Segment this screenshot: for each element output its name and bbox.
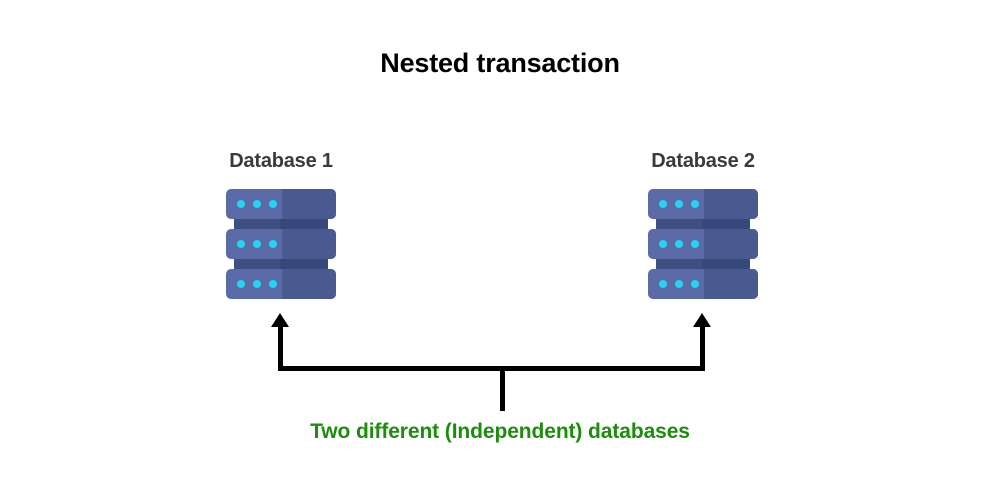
- server-slab: [226, 229, 336, 259]
- server-slab-shadow: [282, 269, 336, 299]
- server-indicator-dots: [237, 240, 277, 248]
- indicator-dot-icon: [269, 240, 277, 248]
- indicator-dot-icon: [237, 240, 245, 248]
- server-slab: [226, 269, 336, 299]
- server-slab: [648, 189, 758, 219]
- server-feet-shadow: [280, 219, 328, 229]
- indicator-dot-icon: [675, 200, 683, 208]
- server-slab-shadow: [282, 189, 336, 219]
- server-slab-shadow: [704, 229, 758, 259]
- indicator-dot-icon: [675, 240, 683, 248]
- server-feet-shadow: [280, 259, 328, 269]
- indicator-dot-icon: [269, 200, 277, 208]
- connector-horizontal: [278, 366, 705, 371]
- server-feet-shadow: [702, 259, 750, 269]
- indicator-dot-icon: [253, 240, 261, 248]
- server-slab: [648, 269, 758, 299]
- indicator-dot-icon: [269, 280, 277, 288]
- server-indicator-dots: [659, 280, 699, 288]
- server-indicator-dots: [237, 280, 277, 288]
- indicator-dot-icon: [691, 200, 699, 208]
- indicator-dot-icon: [659, 240, 667, 248]
- server-slab: [226, 189, 336, 219]
- server-feet-band: [234, 259, 328, 269]
- server-indicator-dots: [659, 240, 699, 248]
- connector-vertical-right: [700, 325, 705, 371]
- connector-center-stem: [500, 366, 505, 411]
- database-2-label: Database 2: [651, 150, 755, 172]
- server-feet-band: [234, 219, 328, 229]
- indicator-dot-icon: [675, 280, 683, 288]
- arrowhead-up-right-icon: [693, 313, 711, 327]
- page-title: Nested transaction: [380, 48, 620, 78]
- server-slab-shadow: [704, 269, 758, 299]
- server-feet-band: [656, 219, 750, 229]
- database-1-label: Database 1: [229, 150, 333, 172]
- indicator-dot-icon: [253, 280, 261, 288]
- database-2-group: Database 2: [603, 150, 803, 299]
- indicator-dot-icon: [237, 200, 245, 208]
- indicator-dot-icon: [253, 200, 261, 208]
- indicator-dot-icon: [659, 200, 667, 208]
- database-server-stack-icon: [648, 189, 758, 299]
- database-1-group: Database 1: [181, 150, 381, 299]
- indicator-dot-icon: [691, 240, 699, 248]
- server-feet-shadow: [702, 219, 750, 229]
- arrowhead-up-left-icon: [271, 313, 289, 327]
- indicator-dot-icon: [659, 280, 667, 288]
- server-slab: [648, 229, 758, 259]
- server-slab-shadow: [704, 189, 758, 219]
- server-slab-shadow: [282, 229, 336, 259]
- connector-vertical-left: [278, 325, 283, 371]
- database-server-stack-icon: [226, 189, 336, 299]
- server-indicator-dots: [237, 200, 277, 208]
- server-feet-band: [656, 259, 750, 269]
- diagram-caption: Two different (Independent) databases: [310, 420, 690, 443]
- indicator-dot-icon: [691, 280, 699, 288]
- server-indicator-dots: [659, 200, 699, 208]
- indicator-dot-icon: [237, 280, 245, 288]
